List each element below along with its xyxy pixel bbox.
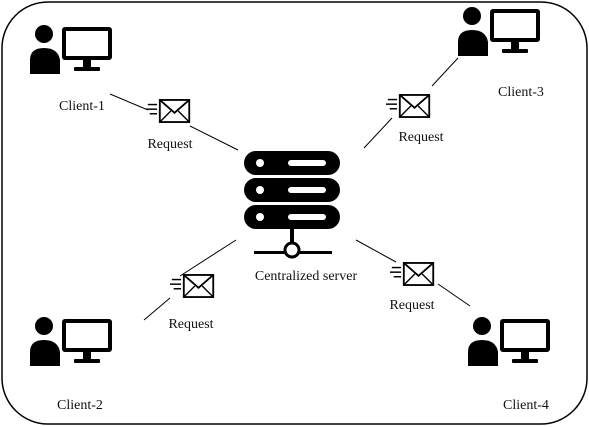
connector-lines [109,57,471,321]
connector-envelope-client2 [143,297,171,321]
connector-server-envelope-2 [179,239,237,277]
connector-envelope-server-3 [363,117,393,149]
connector-envelope-server-1 [189,125,239,151]
request-label-2: Request [168,317,213,332]
request-label-3: Request [398,130,443,145]
connector-client3-envelope [431,57,459,87]
client-4-label: Client-4 [503,398,549,413]
client-2-label: Client-2 [57,398,103,413]
request-label-4: Request [389,298,434,313]
server-icon [244,151,340,259]
client-1-label: Client-1 [59,99,105,114]
connector-envelope-client4 [437,283,471,307]
client-3-label: Client-3 [498,85,544,100]
server-label: Centralized server [255,269,358,284]
request-label-1: Request [147,137,192,152]
connector-client1-envelope [109,93,149,111]
connector-server-envelope-4 [355,239,397,263]
